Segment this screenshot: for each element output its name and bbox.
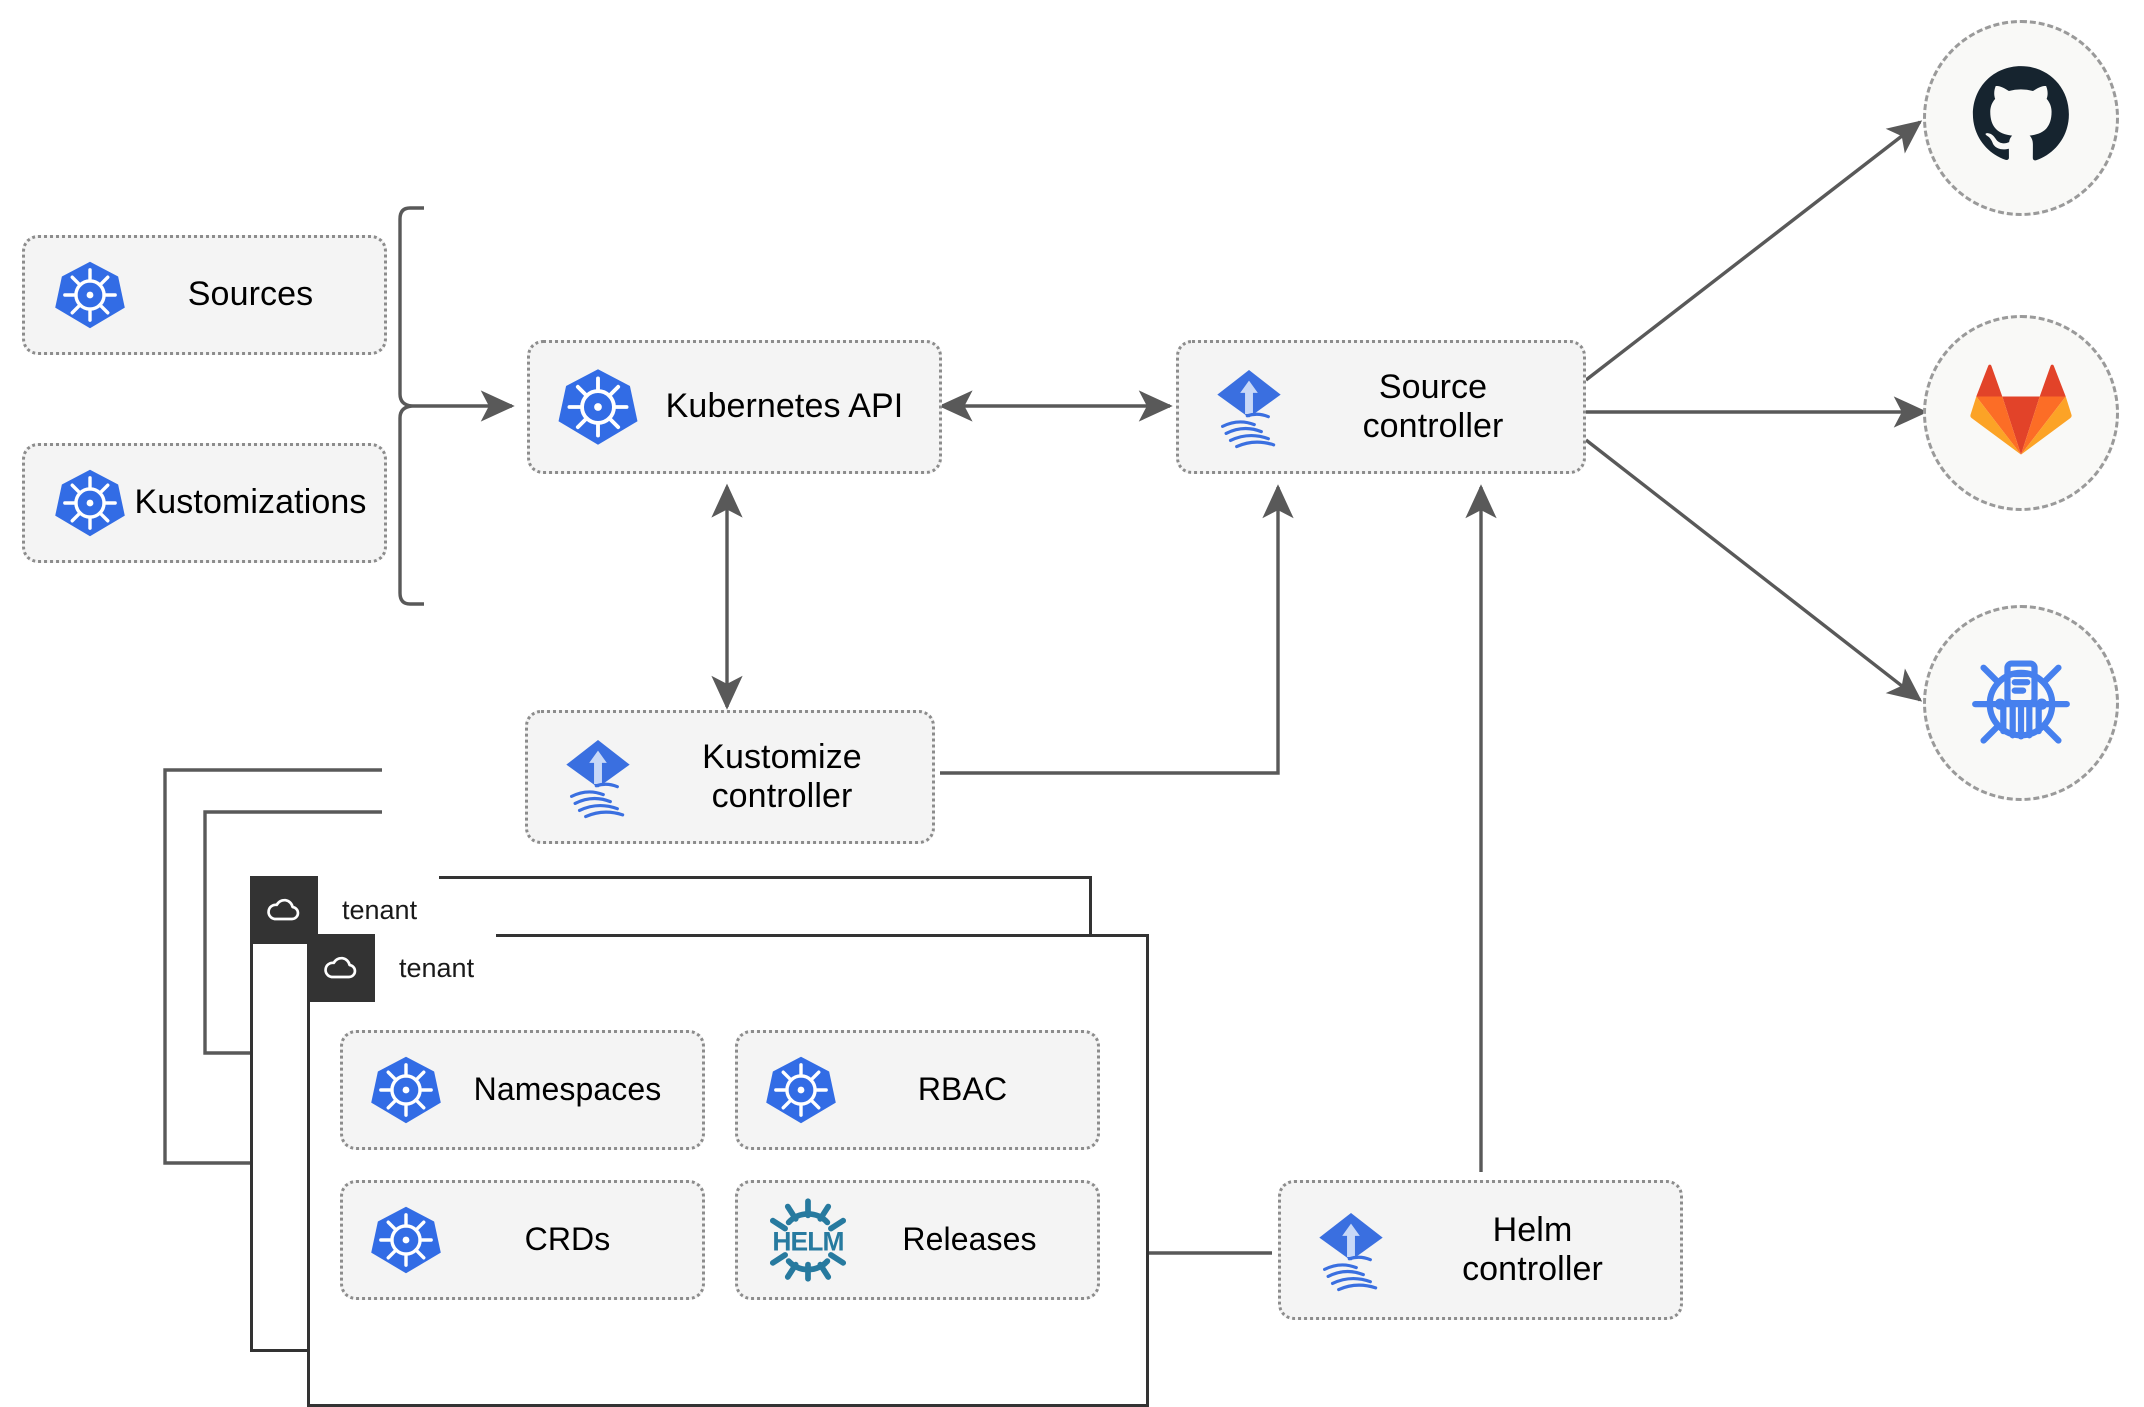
- edge-sourcectrl-bucket: [1584, 438, 1923, 702]
- helm-icon: HELM: [764, 1196, 852, 1284]
- node-rbac[interactable]: RBAC: [735, 1030, 1100, 1150]
- kubernetes-icon: [53, 258, 127, 332]
- kubernetes-icon: [369, 1053, 443, 1127]
- provider-gitlab[interactable]: [1923, 315, 2119, 511]
- tenant-tab-outer: tenant: [250, 876, 440, 944]
- node-helm-controller[interactable]: Helm controller: [1278, 1180, 1683, 1320]
- node-releases[interactable]: HELM Releases: [735, 1180, 1100, 1300]
- edge-kustomizectrl-sourcectrl: [940, 484, 1294, 775]
- node-label: Source controller: [1362, 367, 1504, 445]
- gitlab-icon: [1969, 359, 2073, 468]
- tenant-label: tenant: [342, 894, 418, 925]
- node-label: CRDs: [524, 1221, 611, 1258]
- node-crds[interactable]: CRDs: [340, 1180, 705, 1300]
- cloud-icon: [307, 934, 375, 1002]
- edge-sourcectrl-github: [1584, 120, 1923, 382]
- bucket-icon: [1969, 649, 2073, 758]
- kubernetes-icon: [53, 466, 127, 540]
- node-kubernetes-api[interactable]: Kubernetes API: [527, 340, 942, 474]
- provider-bucket[interactable]: [1923, 605, 2119, 801]
- node-label: Kubernetes API: [665, 387, 904, 426]
- flux-icon: [1205, 363, 1293, 451]
- node-kustomize-controller[interactable]: Kustomize controller: [525, 710, 935, 844]
- flux-icon: [554, 733, 642, 821]
- kubernetes-icon: [369, 1203, 443, 1277]
- provider-github[interactable]: [1923, 20, 2119, 216]
- tenant-container-inner[interactable]: tenant: [307, 934, 1149, 1407]
- node-sources[interactable]: Sources: [22, 235, 387, 355]
- node-source-controller[interactable]: Source controller: [1176, 340, 1586, 474]
- flux-icon: [1307, 1206, 1395, 1294]
- node-label: Releases: [902, 1221, 1037, 1258]
- node-kustomizations[interactable]: Kustomizations: [22, 443, 387, 563]
- node-label: Helm controller: [1462, 1210, 1603, 1288]
- node-label: RBAC: [917, 1071, 1008, 1108]
- node-label: Kustomize controller: [702, 737, 862, 815]
- kubernetes-icon: [556, 365, 640, 449]
- node-namespaces[interactable]: Namespaces: [340, 1030, 705, 1150]
- cloud-icon: [250, 876, 318, 944]
- svg-text:HELM: HELM: [772, 1227, 843, 1257]
- tenant-tab-inner: tenant: [307, 934, 497, 1002]
- edge-bracket: [398, 206, 424, 606]
- tenant-label: tenant: [399, 952, 475, 983]
- node-label: Sources: [187, 275, 314, 314]
- kubernetes-icon: [764, 1053, 838, 1127]
- github-icon: [1969, 64, 2073, 173]
- node-label: Namespaces: [473, 1071, 662, 1108]
- node-label: Kustomizations: [134, 483, 367, 522]
